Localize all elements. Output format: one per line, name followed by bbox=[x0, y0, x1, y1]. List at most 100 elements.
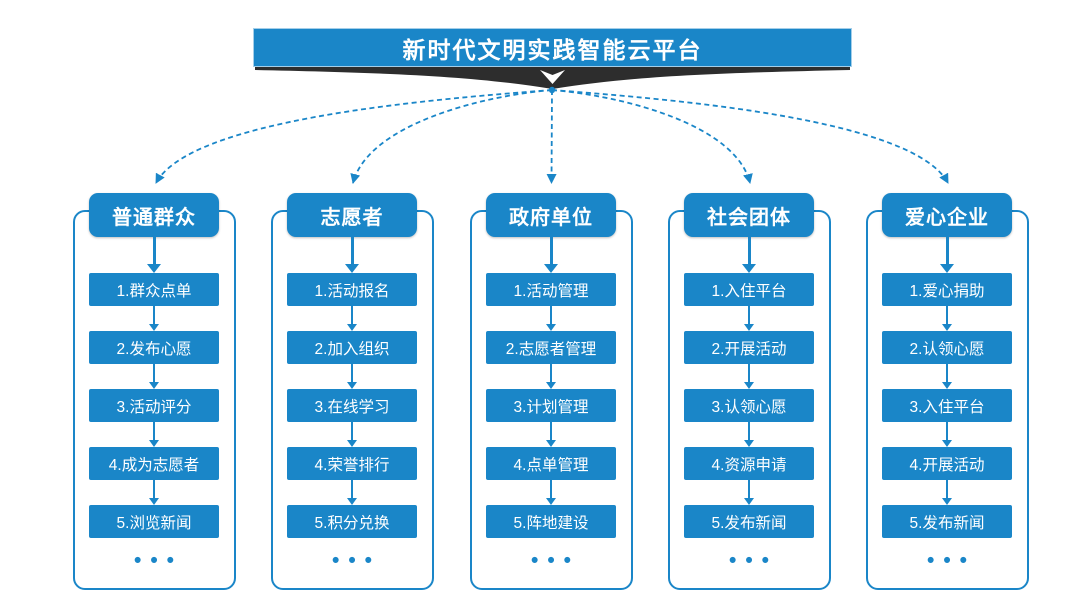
step-label: 5.浏览新闻 bbox=[116, 514, 192, 532]
down-arrow-icon bbox=[345, 422, 359, 447]
ellipsis-dots: ••• bbox=[331, 549, 382, 572]
step-box: 4.成为志愿者 bbox=[89, 447, 219, 480]
step-box: 4.开展活动 bbox=[882, 447, 1012, 480]
step-label: 2.认领心愿 bbox=[909, 340, 985, 358]
step-label: 2.加入组织 bbox=[314, 340, 390, 358]
step-label: 3.活动评分 bbox=[116, 398, 192, 416]
step-label: 1.入住平台 bbox=[711, 282, 787, 300]
down-arrow-icon bbox=[742, 306, 756, 331]
down-arrow-icon bbox=[345, 364, 359, 389]
down-arrow-icon bbox=[544, 364, 558, 389]
down-arrow-icon bbox=[940, 306, 954, 331]
step-box: 2.加入组织 bbox=[287, 331, 417, 364]
down-arrow-icon bbox=[147, 364, 161, 389]
down-arrow-icon bbox=[345, 237, 359, 273]
connector-to-col1 bbox=[155, 89, 553, 184]
step-box: 3.入住平台 bbox=[882, 389, 1012, 422]
role-column: 爱心企业 1.爱心捐助 2.认领心愿 3.入住平台 4.开展活动 5.发布新闻 … bbox=[865, 193, 1029, 590]
step-label: 1.活动报名 bbox=[314, 282, 390, 300]
step-box: 2.志愿者管理 bbox=[486, 331, 616, 364]
step-box: 5.积分兑换 bbox=[287, 505, 417, 538]
role-header-label: 政府单位 bbox=[509, 206, 593, 229]
down-arrow-icon bbox=[544, 480, 558, 505]
connector-to-col3 bbox=[546, 89, 557, 184]
connector-to-col4 bbox=[551, 89, 753, 184]
connector-to-col5 bbox=[551, 89, 949, 184]
role-header-label: 社会团体 bbox=[707, 206, 791, 229]
step-box: 2.认领心愿 bbox=[882, 331, 1012, 364]
step-label: 2.志愿者管理 bbox=[505, 340, 597, 358]
role-header: 政府单位 bbox=[486, 193, 616, 237]
down-arrow-icon bbox=[345, 480, 359, 505]
role-header: 志愿者 bbox=[287, 193, 417, 237]
step-box: 3.计划管理 bbox=[486, 389, 616, 422]
role-header: 社会团体 bbox=[684, 193, 814, 237]
step-box: 5.发布新闻 bbox=[882, 505, 1012, 538]
step-box: 4.资源申请 bbox=[684, 447, 814, 480]
step-box: 1.入住平台 bbox=[684, 273, 814, 306]
role-column: 普通群众 1.群众点单 2.发布心愿 3.活动评分 4.成为志愿者 5.浏览新闻… bbox=[72, 193, 236, 590]
step-label: 2.发布心愿 bbox=[116, 340, 192, 358]
role-header: 爱心企业 bbox=[882, 193, 1012, 237]
role-column: 志愿者 1.活动报名 2.加入组织 3.在线学习 4.荣誉排行 5.积分兑换 •… bbox=[270, 193, 434, 590]
step-box: 2.发布心愿 bbox=[89, 331, 219, 364]
step-label: 5.发布新闻 bbox=[711, 514, 787, 532]
role-column: 社会团体 1.入住平台 2.开展活动 3.认领心愿 4.资源申请 5.发布新闻 … bbox=[667, 193, 831, 590]
step-box: 2.开展活动 bbox=[684, 331, 814, 364]
step-label: 5.阵地建设 bbox=[513, 514, 589, 532]
down-arrow-icon bbox=[147, 480, 161, 505]
platform-title: 新时代文明实践智能云平台 bbox=[402, 36, 703, 63]
step-box: 5.阵地建设 bbox=[486, 505, 616, 538]
step-label: 4.成为志愿者 bbox=[108, 456, 200, 474]
step-box: 3.活动评分 bbox=[89, 389, 219, 422]
down-arrow-icon bbox=[540, 70, 565, 84]
step-box: 4.荣誉排行 bbox=[287, 447, 417, 480]
down-arrow-icon bbox=[940, 237, 954, 273]
step-label: 3.计划管理 bbox=[513, 398, 589, 416]
step-label: 2.开展活动 bbox=[711, 340, 787, 358]
ellipsis-dots: ••• bbox=[926, 549, 977, 572]
down-arrow-icon bbox=[742, 422, 756, 447]
step-box: 1.活动管理 bbox=[486, 273, 616, 306]
step-label: 1.群众点单 bbox=[116, 282, 192, 300]
role-column: 政府单位 1.活动管理 2.志愿者管理 3.计划管理 4.点单管理 5.阵地建设… bbox=[469, 193, 633, 590]
down-arrow-icon bbox=[742, 237, 756, 273]
step-box: 4.点单管理 bbox=[486, 447, 616, 480]
step-box: 1.活动报名 bbox=[287, 273, 417, 306]
step-label: 4.点单管理 bbox=[513, 456, 589, 474]
role-header-label: 普通群众 bbox=[112, 206, 196, 229]
role-header-label: 志愿者 bbox=[320, 206, 384, 229]
step-box: 5.浏览新闻 bbox=[89, 505, 219, 538]
platform-title-banner: 新时代文明实践智能云平台 bbox=[253, 28, 852, 67]
role-header: 普通群众 bbox=[89, 193, 219, 237]
step-label: 4.资源申请 bbox=[711, 456, 787, 474]
step-label: 3.认领心愿 bbox=[711, 398, 787, 416]
step-box: 1.群众点单 bbox=[89, 273, 219, 306]
down-arrow-icon bbox=[544, 237, 558, 273]
step-label: 4.荣誉排行 bbox=[314, 456, 390, 474]
connector-to-col2 bbox=[350, 89, 553, 184]
step-label: 1.爱心捐助 bbox=[909, 282, 985, 300]
step-label: 5.发布新闻 bbox=[909, 514, 985, 532]
step-label: 3.在线学习 bbox=[314, 398, 390, 416]
step-box: 1.爱心捐助 bbox=[882, 273, 1012, 306]
down-arrow-icon bbox=[940, 364, 954, 389]
step-label: 4.开展活动 bbox=[909, 456, 985, 474]
step-box: 3.在线学习 bbox=[287, 389, 417, 422]
role-header-label: 爱心企业 bbox=[905, 206, 989, 229]
step-box: 5.发布新闻 bbox=[684, 505, 814, 538]
ellipsis-dots: ••• bbox=[728, 549, 779, 572]
ellipsis-dots: ••• bbox=[530, 549, 581, 572]
ellipsis-dots: ••• bbox=[133, 549, 184, 572]
down-arrow-icon bbox=[742, 364, 756, 389]
down-arrow-icon bbox=[742, 480, 756, 505]
down-arrow-icon bbox=[940, 422, 954, 447]
banner-ribbon bbox=[255, 67, 850, 89]
down-arrow-icon bbox=[147, 422, 161, 447]
step-box: 3.认领心愿 bbox=[684, 389, 814, 422]
dashed-connectors bbox=[155, 86, 949, 184]
down-arrow-icon bbox=[147, 306, 161, 331]
down-arrow-icon bbox=[345, 306, 359, 331]
step-label: 1.活动管理 bbox=[513, 282, 589, 300]
